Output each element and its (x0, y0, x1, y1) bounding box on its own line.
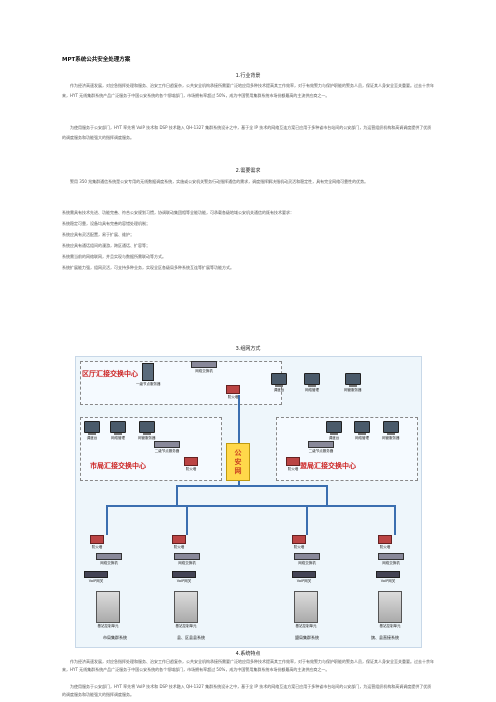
lvl1-switch: 一级节点服务器 (136, 363, 161, 387)
site-3-firewall: 防火墙 (292, 535, 306, 550)
section-2-line: 系统需具有技术先进、功能完善、符合公安规划习惯，协调联动集团相等全能功能，可承载… (62, 210, 294, 215)
section-1-paragraph-1: 作为经济高速发展，对应急指挥处理和服务、治安工作日趋复杂，公共安全机构承接所需要… (62, 83, 434, 98)
section-2-line: 系统应具有通话组间的漫游，跨区通话、扩容等； (62, 243, 150, 248)
link (186, 505, 188, 535)
dispatch-station-city: 调度台 (84, 421, 100, 441)
site-1-firewall: 防火墙 (90, 535, 104, 550)
site-1-switch: 网络交换机 (96, 553, 122, 566)
site-1-rack: 基站控制单元 (96, 591, 120, 629)
district-zone (80, 361, 282, 405)
site-caption: 盟局集群系统 (295, 635, 319, 640)
network-mgmt-city: 网络管理 (110, 421, 126, 441)
firewall-top: 防火墙 (226, 385, 240, 400)
county-zone-label: 盟局汇接交换中心 (300, 461, 356, 470)
dispatch-station-county: 调度台 (326, 421, 342, 441)
section-4-paragraph-2: 为使用服务于公安部门，HYT 率先将 VoIP 技术和 DSP 技术融入 QH-… (62, 684, 432, 697)
public-security-network: 公 安 网 (226, 443, 250, 481)
lvl2-switch-city: 二级节点服务器 (154, 441, 180, 454)
section-3-heading: 3.组网方式 (235, 346, 261, 352)
network-topology-diagram: 区厅汇接交换中心 市局汇接交换中心 盟局汇接交换中心 公 安 网 一级节点服务器… (75, 356, 422, 648)
section-4-paragraph-1: 作为经济高速发展，对应急指挥处理和服务、治安工作日趋复杂，公共安全机构承接所需要… (62, 659, 434, 672)
site-4-switch: 网络交换机 (378, 553, 404, 566)
link (394, 505, 396, 535)
network-switch-top: 网络交换机 (191, 361, 217, 374)
link (176, 485, 178, 505)
link (238, 481, 240, 487)
network-mgmt-county: 网络管理 (354, 421, 370, 441)
site-4-gateway: VoIP网关 (376, 571, 400, 584)
lvl2-switch-county: 二级节点服务器 (308, 441, 334, 454)
section-2-line: 系统需当前的网络联网，并且实现与数据所需联动等方式。 (62, 254, 166, 259)
site-caption: 市局集群系统 (103, 635, 127, 640)
firewall-county: 防火墙 (286, 457, 300, 472)
mgmt-server-county: 网管服务器 (382, 421, 400, 441)
site-caption: 旗、县直接系统 (371, 635, 399, 640)
section-2-heading: 2.需要需求 (235, 168, 261, 174)
site-2-gateway: VoIP网关 (172, 571, 196, 584)
site-3-rack: 基站控制单元 (294, 591, 318, 629)
link (238, 395, 240, 443)
firewall-city: 防火墙 (184, 457, 198, 472)
site-caption: 县、区县县系统 (177, 635, 205, 640)
site-2-rack: 基站控制单元 (174, 591, 198, 629)
site-3-gateway: VoIP网关 (292, 571, 316, 584)
district-zone-label: 区厅汇接交换中心 (82, 369, 138, 378)
site-2-firewall: 防火墙 (172, 535, 186, 550)
mgmt-server-city: 网管服务器 (138, 421, 156, 441)
site-3-switch: 网络交换机 (294, 553, 320, 566)
section-2-line: 系统稳定可靠，设备均具有完善的容错处理机制； (62, 221, 150, 226)
section-2-line: 系统扩展能力强，组网灵活，可支持多种业务，实现全区各级局多种系统互连等扩展等功能… (62, 265, 234, 270)
mgmt-server-top: 网管服务器 (344, 373, 362, 393)
section-2-paragraph-1: 警用 350 兆集群通信系统是公安专用的无线数据调度系统，实施或公安机关警务行动… (70, 179, 369, 184)
section-1-paragraph-2: 为使用服务于公安部门，HYT 率先将 VoIP 技术和 DSP 技术融入 QH-… (62, 125, 432, 140)
site-1-gateway: VoIP网关 (84, 571, 108, 584)
dispatch-station-top: 调度台 (271, 373, 287, 393)
network-mgmt-top: 网络管理 (304, 373, 320, 393)
link (326, 485, 328, 505)
document-title: MPT系统公共安全处理方案 (62, 57, 131, 63)
section-2-line: 系统应具有灵活配置，易于扩展、维护； (62, 232, 134, 237)
city-zone-label: 市局汇接交换中心 (90, 461, 146, 470)
link (106, 505, 396, 507)
section-1-heading: 1.行业背景 (235, 73, 261, 79)
section-4-heading: 4.系统特点 (235, 651, 261, 657)
link (306, 505, 308, 535)
link (106, 505, 108, 535)
site-4-firewall: 防火墙 (378, 535, 392, 550)
site-2-switch: 网络交换机 (174, 553, 200, 566)
site-4-rack: 基站控制单元 (378, 591, 402, 629)
link (176, 485, 326, 487)
